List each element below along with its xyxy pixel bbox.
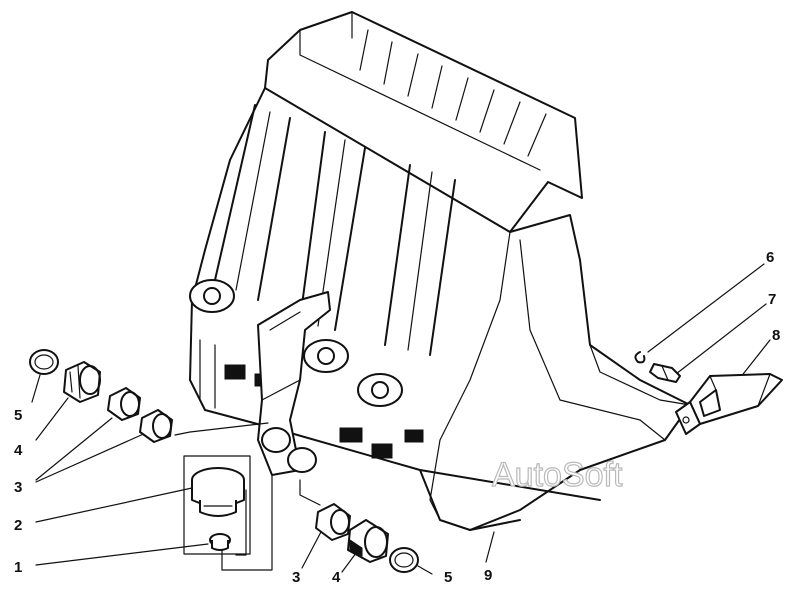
bolt-part bbox=[209, 533, 231, 551]
watermark-text: AutoSoft bbox=[492, 456, 623, 494]
callout-7: 7 bbox=[768, 291, 776, 308]
clip-part bbox=[634, 351, 646, 364]
ring-part-bottom bbox=[389, 547, 419, 573]
callout-5-left: 5 bbox=[14, 407, 22, 424]
sleeve-part-left-a bbox=[107, 387, 141, 421]
leader-lines bbox=[31, 263, 771, 575]
bushing-part-bottom bbox=[347, 519, 389, 563]
callout-3-left: 3 bbox=[14, 479, 22, 496]
bucket-body bbox=[189, 11, 691, 531]
callout-5-bottom: 5 bbox=[444, 569, 452, 586]
callout-4-bottom: 4 bbox=[332, 569, 341, 586]
callout-3-bottom: 3 bbox=[292, 569, 300, 586]
sleeve-part-bottom bbox=[315, 503, 351, 541]
callout-8: 8 bbox=[772, 327, 780, 344]
callout-4-left: 4 bbox=[14, 442, 23, 459]
sleeve-part-left-b bbox=[139, 409, 173, 443]
plug-part bbox=[191, 467, 245, 517]
bushing-part-left bbox=[63, 361, 101, 403]
pin-part bbox=[649, 363, 681, 383]
callout-9: 9 bbox=[484, 567, 492, 584]
tooth-part bbox=[675, 373, 783, 435]
callout-labels: 5 4 3 2 1 3 4 5 9 6 7 8 bbox=[14, 249, 780, 586]
ring-part-left bbox=[29, 349, 59, 375]
callout-1: 1 bbox=[14, 559, 22, 576]
callout-2: 2 bbox=[14, 517, 22, 534]
callout-6: 6 bbox=[766, 249, 774, 266]
